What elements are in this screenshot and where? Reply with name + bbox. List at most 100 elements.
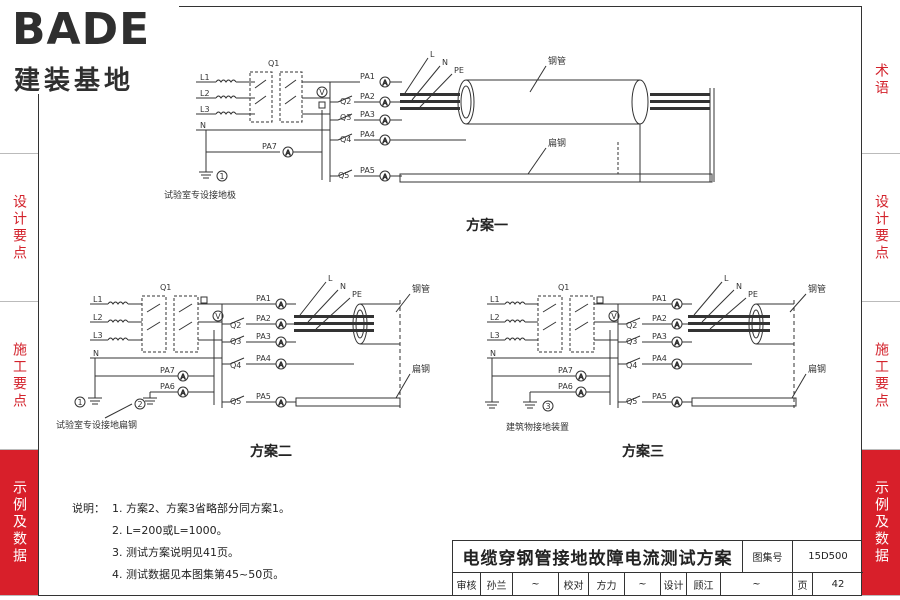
ammeter-label: PA4 [652,354,667,363]
design-label: 设计 [661,573,687,595]
ammeter-label: PA1 [360,72,375,81]
atlas-no-label: 图集号 [743,541,793,573]
breaker-label: Q1 [160,283,171,292]
tab-examples-right[interactable]: 示例及数据 [862,450,900,596]
phase-label: L1 [200,73,210,82]
note-item: 2. L=200或L=1000。 [112,524,228,537]
phase-label: L2 [490,313,500,322]
phase-label: N [490,349,496,358]
cable-label-pe: PE [748,290,758,299]
switch-label: Q2 [230,321,241,330]
ammeter-label: PA3 [360,110,375,119]
voltmeter-label: V [319,88,325,97]
check-name: 方力 [589,573,625,595]
scheme-3-caption: 方案三 [622,443,664,460]
switch-label: Q5 [338,171,349,180]
ground-marker: 1 [77,398,82,407]
cable-label-pe: PE [352,290,362,299]
ammeter-label: PA2 [360,92,375,101]
cable-label-pe: PE [454,66,464,75]
ammeter-label: PA4 [256,354,271,363]
switch-label: Q2 [626,321,637,330]
ammeter-label: PA6 [558,382,573,391]
review-signature: ~ [513,573,559,595]
phase-label: L1 [490,295,500,304]
logo-text-cn: 建装基地 [14,66,135,96]
phase-label: N [200,121,206,130]
switch-label: Q4 [230,361,241,370]
ground-marker: 3 [545,402,550,411]
ground-label: 建筑物接地装置 [506,421,569,433]
switch-label: Q4 [340,135,351,144]
breaker-label: Q1 [558,283,569,292]
phase-label: L2 [200,89,210,98]
switch-label: Q3 [626,337,637,346]
ground-marker: 2 [137,400,142,409]
scheme-2-caption: 方案二 [250,443,292,460]
notes-block: 说明：1. 方案2、方案3省略部分同方案1。 2. L=200或L=1000。 … [72,498,290,586]
left-tab-column: 术语 设计要点 施工要点 示例及数据 [0,6,38,596]
phase-label: L3 [93,331,103,340]
phase-label: N [93,349,99,358]
tab-construction-points-right[interactable]: 施工要点 [862,302,900,450]
right-tab-column: 术语 设计要点 施工要点 示例及数据 [862,6,900,596]
voltmeter-label: V [215,312,221,321]
cable-label-n: N [736,282,742,291]
voltmeter-label: V [611,312,617,321]
review-name: 孙兰 [481,573,513,595]
ammeter-label: PA5 [256,392,271,401]
scheme-2: L1 L2 L3 N Q1 V PA1 Q2 PA2 Q3 PA3 Q4 PA4… [56,274,430,460]
flat-steel-label: 扁钢 [412,363,430,375]
scheme-1: L1 L2 L3 N Q1 V PA1 Q2 PA2 Q3 PA3 [164,50,715,234]
design-name: 顾江 [687,573,721,595]
tab-design-points-right[interactable]: 设计要点 [862,154,900,302]
ammeter-label: PA1 [256,294,271,303]
tab-examples-left[interactable]: 示例及数据 [0,450,38,596]
ground-label: 试验室专设接地极 [164,189,236,201]
steel-pipe-label: 钢管 [808,283,826,295]
ground-label: 试验室专设接地扁钢 [56,419,137,431]
design-signature: ~ [721,573,793,595]
phase-label: L1 [93,295,103,304]
phase-label: L3 [200,105,210,114]
atlas-no-value: 15D500 [793,541,863,573]
drawing-title: 电缆穿钢管接地故障电流测试方案 [453,541,743,573]
cable-label-n: N [340,282,346,291]
ammeter-label: PA2 [256,314,271,323]
review-label: 审核 [453,573,481,595]
logo-text-en: BADE [12,4,151,55]
flat-steel-label: 扁钢 [548,137,566,149]
drawing-frame [38,6,862,596]
tab-construction-points-left[interactable]: 施工要点 [0,302,38,450]
switch-label: Q3 [340,113,351,122]
breaker-label: Q1 [268,59,279,68]
steel-pipe-label: 钢管 [548,55,566,67]
ammeter-label: PA7 [558,366,573,375]
ammeter-label: PA1 [652,294,667,303]
notes-heading: 说明： [72,502,105,515]
cable-label-n: N [442,58,448,67]
ammeter-label: PA5 [360,166,375,175]
ground-marker: 1 [219,172,224,181]
flat-steel-label: 扁钢 [808,363,826,375]
tab-terms-right[interactable]: 术语 [862,6,900,154]
switch-label: Q4 [626,361,637,370]
ammeter-label: PA5 [652,392,667,401]
switch-label: Q2 [340,97,351,106]
note-item: 3. 测试方案说明见41页。 [112,546,239,559]
scheme-3: L1 L2 L3 N Q1 V PA1 Q2 PA2 Q3 PA3 Q4 PA4… [484,274,826,460]
switch-label: Q3 [230,337,241,346]
title-block: 电缆穿钢管接地故障电流测试方案 图集号 15D500 审核 孙兰 ~ 校对 方力… [452,540,863,597]
page-label: 页 [793,573,813,595]
cable-label-l: L [328,274,333,283]
signature-row: 审核 孙兰 ~ 校对 方力 ~ 设计 顾江 ~ 页 42 [453,573,863,597]
check-signature: ~ [625,573,661,595]
tab-design-points-left[interactable]: 设计要点 [0,154,38,302]
page-number: 42 [831,578,845,590]
cable-label-l: L [430,50,435,59]
ammeter-label: PA6 [160,382,175,391]
scheme-1-caption: 方案一 [466,217,508,234]
logo: BADE 建装基地 [4,4,179,96]
phase-label: L2 [93,313,103,322]
